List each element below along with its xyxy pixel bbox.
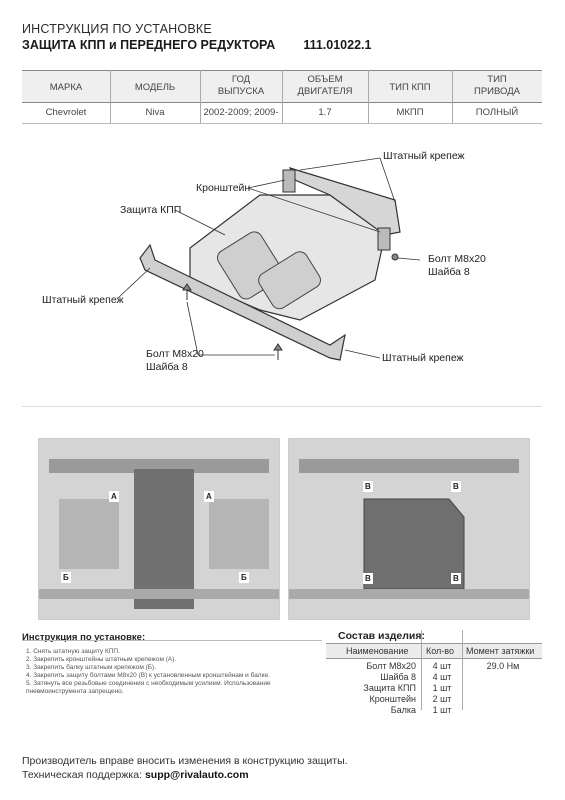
photo-left-label-b1: Б — [61, 572, 71, 583]
spec-engine: 1.7 — [318, 107, 332, 118]
composition-torque: 29.0 Нм — [486, 661, 520, 671]
instructions-title: Инструкция по установке: — [22, 632, 146, 643]
photo-before: A A Б Б — [38, 438, 280, 620]
beam — [139, 243, 346, 361]
bracket-right — [377, 227, 391, 251]
support-email[interactable]: supp@rivalauto.com — [144, 769, 249, 781]
composition-qty: 4 шт — [432, 672, 452, 682]
instruction-step: 1. Снять штатную защиту КПП. — [26, 648, 120, 655]
spec-drive: ПОЛНЫЙ — [475, 107, 519, 118]
label-washer-right: Шайба 8 — [428, 266, 470, 278]
label-bolt-right: Болт М8х20 — [428, 253, 486, 265]
composition-name: Шайба 8 — [380, 672, 416, 682]
footer-disclaimer: Производитель вправе вносить изменения в… — [22, 755, 348, 767]
spec-header-year-1: ГОД — [231, 74, 251, 85]
footer-support: Техническая поддержка: supp@rivalauto.co… — [22, 769, 249, 781]
instructions-box — [22, 640, 322, 699]
guard-assembly-drawing — [117, 157, 421, 361]
bolt-bottom-left — [182, 283, 192, 300]
instruction-step: пневмоинструмента запрещено. — [26, 688, 124, 695]
composition-qty: 1 шт — [432, 683, 452, 693]
photo-after: B B B B — [288, 438, 530, 620]
spec-header-gearbox: ТИП КПП — [389, 82, 431, 93]
label-regular-mount-left: Штатный крепеж — [42, 294, 124, 306]
composition-qty: 2 шт — [432, 694, 452, 704]
spec-year: 2002-2009; 2009- — [203, 107, 279, 118]
label-regular-mount-top: Штатный крепеж — [383, 150, 465, 162]
spec-header-year-2: ВЫПУСКА — [217, 86, 265, 97]
spec-header-engine-2: ДВИГАТЕЛЯ — [297, 86, 353, 97]
instruction-step: 4. Закрепить защиту болтами М8х20 (В) к … — [26, 672, 270, 679]
spec-gearbox: МКПП — [396, 107, 424, 118]
divider — [22, 406, 542, 407]
product-title: ЗАЩИТА КПП и ПЕРЕДНЕГО РЕДУКТОРА 111.0102… — [22, 38, 371, 52]
photo-right-label-b2: B — [451, 481, 461, 492]
spec-header-engine-1: ОБЪЕМ — [307, 74, 343, 85]
label-washer-bottom: Шайба 8 — [146, 361, 188, 373]
photo-left-label-a1: A — [109, 491, 119, 502]
composition-name: Балка — [390, 705, 416, 715]
instruction-step: 3. Закрепить балку штатным крепежом (Б). — [26, 664, 156, 671]
bolt-bottom-right — [273, 343, 283, 360]
spec-header-drive-2: ПРИВОДА — [474, 86, 520, 97]
composition-qty: 4 шт — [432, 661, 452, 671]
photo-right-label-b1: B — [363, 481, 373, 492]
bracket-left — [282, 169, 296, 193]
spec-header-brand: МАРКА — [49, 82, 83, 93]
photo-right-label-b4: B — [451, 573, 461, 584]
composition-header-torque: Момент затяжки — [466, 646, 535, 656]
composition-header-name: Наименование — [346, 646, 409, 656]
bolt-right — [391, 253, 399, 261]
composition-header: Наименование Кол-во Момент затяжки — [326, 643, 542, 659]
instruction-step: 5. Затянуть все резьбовые соединения с н… — [26, 680, 271, 687]
composition-title: Состав изделия: — [338, 630, 425, 642]
photo-left-label-a2: A — [204, 491, 214, 502]
product-name: ЗАЩИТА КПП и ПЕРЕДНЕГО РЕДУКТОРА — [22, 38, 276, 52]
photo-left-label-b2: Б — [239, 572, 249, 583]
photo-right-label-b3: B — [363, 573, 373, 584]
label-regular-mount-bottom: Штатный крепеж — [382, 352, 464, 364]
composition-name: Защита КПП — [363, 683, 416, 693]
spec-brand: Chevrolet — [45, 107, 87, 118]
spec-model: Niva — [145, 107, 165, 118]
composition-qty: 1 шт — [432, 705, 452, 715]
label-bolt-bottom: Болт М8х20 — [146, 348, 204, 360]
spec-header-model: МОДЕЛЬ — [134, 82, 176, 93]
support-label: Техническая поддержка: — [22, 769, 143, 781]
spec-table-row — [22, 101, 542, 124]
composition-name: Болт М8х20 — [366, 661, 416, 671]
label-bracket: Кронштейн — [196, 182, 251, 194]
composition-name: Кронштейн — [369, 694, 416, 704]
instruction-step: 2. Закрепить кронштейны штатным крепежом… — [26, 656, 177, 663]
product-code: 111.01022.1 — [303, 38, 372, 52]
spec-header-drive-1: ТИП — [487, 74, 507, 85]
doc-title: ИНСТРУКЦИЯ ПО УСТАНОВКЕ — [22, 22, 212, 36]
composition-header-qty: Кол-во — [426, 646, 454, 656]
label-kpp-guard: Защита КПП — [120, 204, 182, 216]
